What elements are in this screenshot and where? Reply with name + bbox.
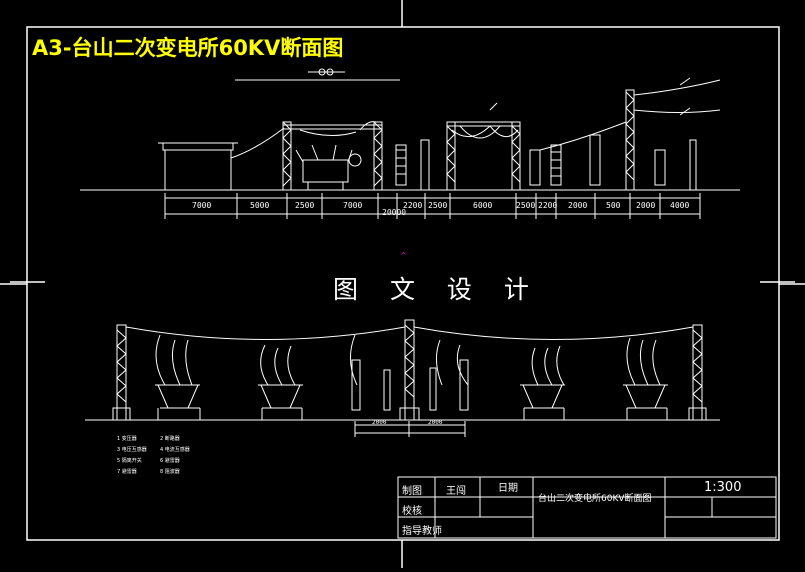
dim-label: 2500 — [516, 201, 536, 210]
legend-item: 2 断路器 — [160, 436, 180, 442]
dim-label: 2200 — [403, 201, 423, 210]
legend-item: 5 隔离开关 — [117, 458, 142, 464]
legend-item: 8 阻波器 — [160, 469, 180, 475]
watermark-text: 图 文 设 计 — [333, 275, 541, 304]
tb-drawing-name: 台山二次变电所60KV断面图 — [538, 494, 652, 504]
dim-label: 4000 — [670, 201, 690, 210]
upper-section-view — [80, 68, 740, 219]
legend-item: 1 变压器 — [117, 436, 137, 442]
dim-label: 500 — [606, 201, 621, 210]
lower-section-view — [85, 319, 720, 437]
dim-label: 7000 — [192, 201, 212, 210]
dim-label: 7000 — [343, 201, 363, 210]
tb-label-date: 日期 — [498, 483, 518, 494]
legend-item: 4 电流互感器 — [160, 447, 190, 453]
dim-label: 2000 — [636, 201, 656, 210]
dim-label: 2000 — [372, 419, 387, 426]
dim-label: 2500 — [428, 201, 448, 210]
tb-label-drawn: 制图 — [402, 486, 422, 497]
magenta-marker: ^ — [400, 251, 407, 260]
dim-label: 2000 — [568, 201, 588, 210]
drawing-title: A3-台山二次变电所60KV断面图 — [32, 36, 344, 60]
dim-label: 2200 — [538, 201, 558, 210]
tb-label-advisor: 指导教师 — [402, 526, 442, 537]
tb-label-check: 校核 — [402, 506, 422, 517]
dim-label: 6000 — [473, 201, 493, 210]
tb-scale: 1:300 — [704, 480, 742, 495]
tb-name: 王闯 — [446, 486, 466, 497]
legend-item: 6 避雷器 — [160, 458, 180, 464]
dim-label: 5000 — [250, 201, 270, 210]
dim-label: 2500 — [295, 201, 315, 210]
dim-label: 2000 — [428, 419, 443, 426]
dim-label-total: 20000 — [382, 208, 407, 217]
legend-item: 3 电压互感器 — [117, 447, 147, 453]
title-block-grid — [397, 476, 777, 539]
legend-item: 7 避雷器 — [117, 469, 137, 475]
